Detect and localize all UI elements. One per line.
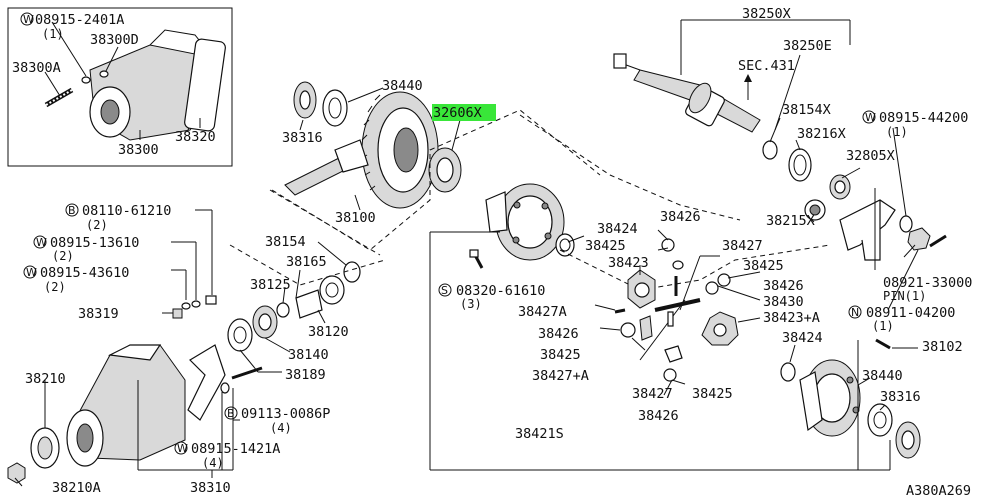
label-38425-upper: 38425: [585, 238, 626, 254]
inset-label-38320: 38320: [175, 129, 216, 145]
label-38427a: 38427A: [518, 304, 567, 320]
label-sec-431: SEC.431: [738, 58, 795, 74]
label-38426-lower: 38426: [638, 408, 679, 424]
label-38316-top: 38316: [282, 130, 323, 146]
differential-case: [429, 114, 891, 471]
label-38440-top: 38440: [382, 78, 423, 94]
label-38125: 38125: [250, 277, 291, 293]
label-08911-04200: 08911-04200: [866, 305, 955, 321]
diff-case-lower: [799, 338, 921, 470]
label-38440-lower: 38440: [862, 368, 903, 384]
label-pin-qty: PIN(1): [883, 289, 926, 303]
label-38210: 38210: [25, 371, 66, 387]
diagram-reference-code: A380A269: [906, 483, 971, 499]
label-38424-lower: 38424: [782, 330, 823, 346]
pinion-ring-gear: [269, 81, 601, 256]
label-38154x: 38154X: [782, 102, 831, 118]
label-32606x: 32606X: [433, 105, 482, 121]
label-08320-61610: 08320-61610: [456, 283, 545, 299]
label-32805x: 32805X: [846, 148, 895, 164]
label-38427-a: 38427+A: [532, 368, 589, 384]
highlight-32606x: [432, 104, 496, 121]
svg-text:B: B: [68, 204, 76, 217]
svg-text:W: W: [36, 236, 47, 249]
svg-text:W: W: [23, 13, 34, 26]
label-38426-upper: 38426: [660, 209, 701, 225]
label-38425-right: 38425: [743, 258, 784, 274]
label-38319: 38319: [78, 306, 119, 322]
label-38154: 38154: [265, 234, 306, 250]
inset-label-38300a: 38300A: [12, 60, 61, 76]
label-38430: 38430: [763, 294, 804, 310]
svg-text:S: S: [441, 284, 448, 297]
inset-label-08915-2401a: 08915-2401A: [35, 12, 124, 28]
label-38421s: 38421S: [515, 426, 564, 442]
side-flange-assembly: [613, 19, 947, 311]
rear-cover-housing: [7, 344, 282, 487]
label-38189: 38189: [285, 367, 326, 383]
label-38216x: 38216X: [797, 126, 846, 142]
label-08915-13610-qty: (2): [52, 249, 74, 263]
label-38423-a: 38423+A: [763, 310, 820, 326]
label-38426-mid: 38426: [538, 326, 579, 342]
label-08915-43610-qty: (2): [44, 280, 66, 294]
label-38250x: 38250X: [742, 6, 791, 22]
inset-label-38300d: 38300D: [90, 32, 139, 48]
label-08921-33000: 08921-33000: [883, 275, 972, 291]
label-38100: 38100: [335, 210, 376, 226]
label-38427-upper: 38427: [722, 238, 763, 254]
label-38425-mid: 38425: [540, 347, 581, 363]
label-38140: 38140: [288, 347, 329, 363]
svg-text:W: W: [177, 442, 188, 455]
label-08911-04200-qty: (1): [872, 319, 894, 333]
label-38424-upper: 38424: [597, 221, 638, 237]
label-08110-61210: 08110-61210: [82, 203, 171, 219]
inset-label-38300: 38300: [118, 142, 159, 158]
label-08915-13610: 08915-13610: [50, 235, 139, 251]
label-38215x: 38215X: [766, 213, 815, 229]
label-38102: 38102: [922, 339, 963, 355]
svg-text:W: W: [26, 266, 37, 279]
label-08915-1421a-qty: (4): [202, 456, 224, 470]
label-08320-61610-qty: (3): [460, 297, 482, 311]
inset-label-qty-1: (1): [42, 27, 64, 41]
label-09113-0086p: 09113-0086P: [241, 406, 330, 422]
label-09113-0086p-qty: (4): [270, 421, 292, 435]
label-38250e: 38250E: [783, 38, 832, 54]
label-08915-1421a: 08915-1421A: [191, 441, 280, 457]
pinion-parts-left: [162, 209, 386, 373]
part-labels: 38250X 38250E SEC.431 38440 32606X 38316…: [23, 6, 972, 499]
inset-carrier-assembly: W 08915-2401A (1) 38300D 38300A 38300 38…: [7, 7, 233, 167]
svg-text:W: W: [865, 111, 876, 124]
label-38316-lower: 38316: [880, 389, 921, 405]
label-38427-lower: 38427: [632, 386, 673, 402]
label-38210a: 38210A: [52, 480, 101, 496]
label-38426-right: 38426: [763, 278, 804, 294]
label-08110-61210-qty: (2): [86, 218, 108, 232]
label-38423: 38423: [608, 255, 649, 271]
label-38120: 38120: [308, 324, 349, 340]
label-08915-43610: 08915-43610: [40, 265, 129, 281]
label-08915-44200-qty: (1): [886, 125, 908, 139]
label-38310: 38310: [190, 480, 231, 496]
svg-text:B: B: [227, 407, 235, 420]
label-38165: 38165: [286, 254, 327, 270]
svg-text:N: N: [851, 306, 859, 319]
gear-set: [567, 229, 796, 396]
label-38425-lower: 38425: [692, 386, 733, 402]
label-08915-44200: 08915-44200: [879, 110, 968, 126]
